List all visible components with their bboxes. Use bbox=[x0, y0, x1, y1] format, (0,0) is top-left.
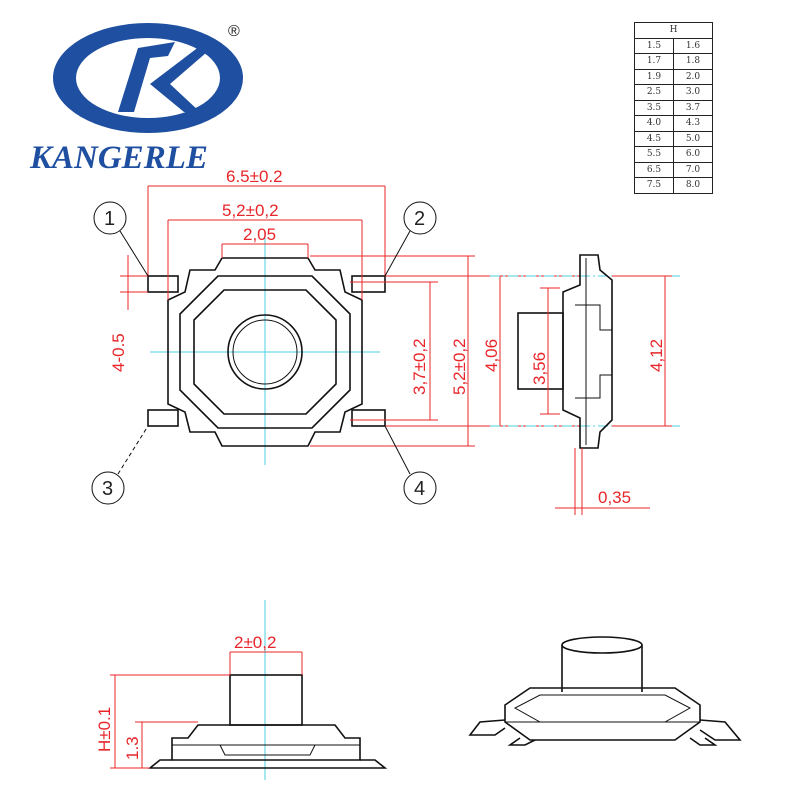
top-view bbox=[147, 235, 386, 465]
cell: 1.7 bbox=[634, 53, 674, 70]
h-table-header: H bbox=[634, 22, 713, 39]
cell: 5.0 bbox=[673, 130, 713, 147]
dim-lead-spacing: 2,05 bbox=[243, 225, 276, 244]
dim-total-height: H±0.1 bbox=[95, 707, 114, 752]
cell: 1.6 bbox=[673, 37, 713, 54]
kangerle-logo: ® KANGERLE bbox=[29, 23, 243, 176]
brand-name: KANGERLE bbox=[29, 140, 208, 176]
dim-actuator-height: 3,56 bbox=[530, 352, 549, 385]
front-view: 2±0,2 H±0.1 1.3 bbox=[95, 600, 388, 780]
callout-4: 4 bbox=[414, 478, 425, 500]
callout-3: 3 bbox=[102, 478, 113, 500]
side-view: 3,56 4,12 0,35 bbox=[490, 254, 680, 515]
cell: 3.7 bbox=[673, 99, 713, 116]
cell: 8.0 bbox=[673, 177, 713, 194]
cell: 7.0 bbox=[673, 161, 713, 178]
callout-2: 2 bbox=[414, 208, 425, 230]
cell: 1.9 bbox=[634, 68, 674, 85]
cell: 6.0 bbox=[673, 146, 713, 163]
dim-overall-width: 6.5±0.2 bbox=[226, 167, 283, 186]
dim-body-height: 5,2±0,2 bbox=[450, 338, 469, 395]
dim-base-height: 1.3 bbox=[123, 736, 142, 760]
dim-body-width: 5,2±0,2 bbox=[222, 201, 279, 220]
cell: 1.8 bbox=[673, 53, 713, 70]
dim-terminal-thickness: 0,35 bbox=[598, 488, 631, 507]
dim-lead-width: 4-0.5 bbox=[109, 333, 128, 372]
cell: 1.5 bbox=[634, 37, 674, 54]
callout-1: 1 bbox=[104, 208, 115, 230]
top-view-dimensions: 6.5±0.2 5,2±0,2 2,05 4-0.5 3,7±0,2 5,2±0… bbox=[109, 167, 580, 447]
cell: 2.0 bbox=[673, 68, 713, 85]
cell: 4.0 bbox=[634, 115, 674, 132]
dim-lead-span: 4,06 bbox=[482, 339, 501, 372]
callouts: 1 2 3 4 bbox=[91, 201, 437, 505]
isometric-view bbox=[468, 636, 742, 746]
cell: 4.5 bbox=[634, 130, 674, 147]
dim-actuator-diameter: 2±0,2 bbox=[234, 633, 276, 652]
registered-mark: ® bbox=[228, 23, 240, 40]
cell: 7.5 bbox=[634, 177, 674, 194]
cell: 5.5 bbox=[634, 146, 674, 163]
cell: 2.5 bbox=[634, 84, 674, 101]
cell: 3.0 bbox=[673, 84, 713, 101]
cell: 4.3 bbox=[673, 115, 713, 132]
dim-side-length: 4,12 bbox=[647, 339, 666, 372]
cell: 6.5 bbox=[634, 161, 674, 178]
cell: 3.5 bbox=[634, 99, 674, 116]
dim-inner-height: 3,7±0,2 bbox=[410, 338, 429, 395]
